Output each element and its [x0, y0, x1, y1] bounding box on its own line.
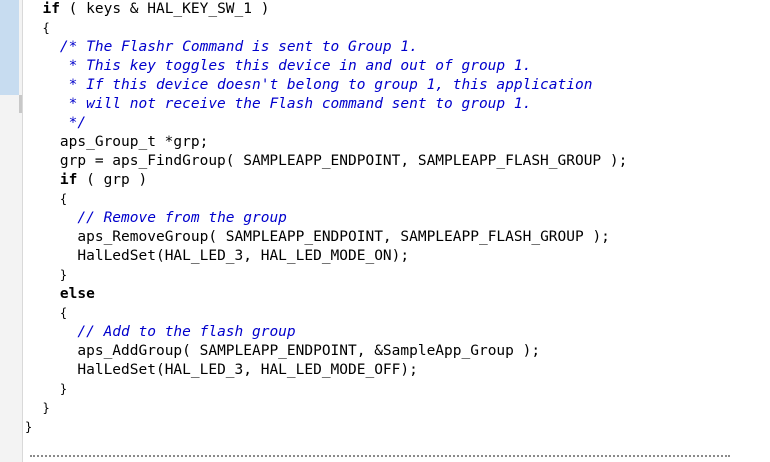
- line-indent: [25, 77, 69, 93]
- code-line[interactable]: }: [25, 380, 765, 399]
- line-indent: [25, 248, 77, 264]
- code-text: HalLedSet(HAL_LED_3, HAL_LED_MODE_ON);: [77, 248, 410, 264]
- line-indent: [25, 1, 42, 17]
- code-keyword: if: [42, 1, 60, 17]
- code-comment: // Add to the flash group: [77, 324, 296, 340]
- code-comment: * If this device doesn't belong to group…: [68, 77, 593, 93]
- code-text: {: [42, 21, 50, 35]
- code-line[interactable]: else: [25, 285, 765, 304]
- line-indent: [25, 153, 60, 169]
- code-text: aps_Group_t *grp;: [59, 134, 209, 150]
- line-indent: [25, 210, 77, 226]
- code-line[interactable]: // Add to the flash group: [25, 323, 765, 342]
- code-text: aps_AddGroup( SAMPLEAPP_ENDPOINT, &Sampl…: [77, 343, 541, 359]
- fold-marker: [19, 95, 22, 113]
- line-indent: [25, 115, 69, 131]
- code-line[interactable]: {: [25, 19, 765, 38]
- line-indent: [25, 20, 42, 36]
- code-line[interactable]: {: [25, 190, 765, 209]
- code-line[interactable]: }: [25, 399, 765, 418]
- code-comment: // Remove from the group: [77, 210, 287, 226]
- code-text: HalLedSet(HAL_LED_3, HAL_LED_MODE_OFF);: [77, 362, 418, 378]
- code-text: aps_RemoveGroup( SAMPLEAPP_ENDPOINT, SAM…: [77, 229, 610, 245]
- code-line[interactable]: aps_AddGroup( SAMPLEAPP_ENDPOINT, &Sampl…: [25, 342, 765, 361]
- code-line[interactable]: if ( keys & HAL_KEY_SW_1 ): [25, 0, 765, 19]
- code-keyword: if: [59, 172, 78, 188]
- line-indent: [25, 324, 77, 340]
- code-line[interactable]: {: [25, 304, 765, 323]
- code-text: }: [59, 268, 68, 282]
- code-text: }: [42, 401, 50, 415]
- code-comment: */: [68, 115, 87, 131]
- code-text: {: [59, 192, 68, 206]
- line-indent: [25, 381, 60, 397]
- code-editor[interactable]: if ( keys & HAL_KEY_SW_1 ) { /* The Flas…: [25, 0, 765, 437]
- line-indent: [25, 343, 77, 359]
- code-text: grp = aps_FindGroup( SAMPLEAPP_ENDPOINT,…: [59, 153, 628, 169]
- code-text: {: [59, 306, 68, 320]
- code-line[interactable]: grp = aps_FindGroup( SAMPLEAPP_ENDPOINT,…: [25, 152, 765, 171]
- code-line[interactable]: /* The Flashr Command is sent to Group 1…: [25, 38, 765, 57]
- line-indent: [25, 172, 60, 188]
- code-line[interactable]: HalLedSet(HAL_LED_3, HAL_LED_MODE_OFF);: [25, 361, 765, 380]
- code-comment: /* The Flashr Command is sent to Group 1…: [59, 39, 418, 55]
- line-indent: [25, 58, 69, 74]
- code-comment: * will not receive the Flash command sen…: [68, 96, 532, 112]
- code-line[interactable]: */: [25, 114, 765, 133]
- code-line[interactable]: * This key toggles this device in and ou…: [25, 57, 765, 76]
- code-line[interactable]: if ( grp ): [25, 171, 765, 190]
- selection-marker: [0, 0, 19, 95]
- line-indent: [25, 286, 60, 302]
- line-indent: [25, 305, 60, 321]
- code-line[interactable]: * will not receive the Flash command sen…: [25, 95, 765, 114]
- editor-gutter: [0, 0, 23, 462]
- code-line[interactable]: aps_Group_t *grp;: [25, 133, 765, 152]
- line-indent: [25, 96, 69, 112]
- line-indent: [25, 39, 60, 55]
- line-indent: [25, 267, 60, 283]
- code-line[interactable]: aps_RemoveGroup( SAMPLEAPP_ENDPOINT, SAM…: [25, 228, 765, 247]
- code-line[interactable]: HalLedSet(HAL_LED_3, HAL_LED_MODE_ON);: [25, 247, 765, 266]
- line-indent: [25, 134, 60, 150]
- line-indent: [25, 229, 77, 245]
- code-text: ( keys & HAL_KEY_SW_1 ): [59, 1, 270, 17]
- code-text: }: [59, 382, 68, 396]
- code-keyword: else: [59, 286, 95, 302]
- code-text: }: [25, 420, 33, 434]
- code-text: ( grp ): [77, 172, 148, 188]
- function-separator: [30, 455, 730, 457]
- code-comment: * This key toggles this device in and ou…: [68, 58, 532, 74]
- code-line[interactable]: }: [25, 266, 765, 285]
- code-line[interactable]: }: [25, 418, 765, 437]
- code-line[interactable]: * If this device doesn't belong to group…: [25, 76, 765, 95]
- line-indent: [25, 400, 42, 416]
- code-line[interactable]: // Remove from the group: [25, 209, 765, 228]
- line-indent: [25, 362, 77, 378]
- line-indent: [25, 191, 60, 207]
